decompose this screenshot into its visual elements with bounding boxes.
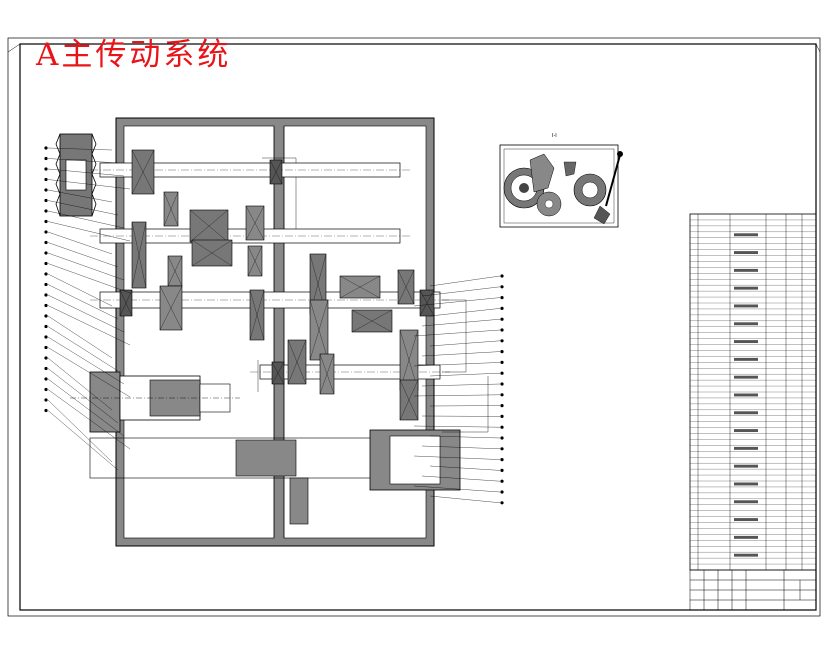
section-view bbox=[500, 145, 623, 227]
leader-left-19 bbox=[48, 337, 124, 384]
section-view-label: Ⅰ-Ⅰ bbox=[552, 133, 557, 139]
leader-right-10 bbox=[430, 373, 500, 376]
leader-left-10 bbox=[48, 243, 118, 268]
drawing-title: A主传动系统 bbox=[36, 40, 231, 71]
title-block bbox=[690, 570, 816, 610]
parts-list bbox=[690, 214, 816, 570]
input-pulley bbox=[56, 134, 96, 216]
leader-left-13 bbox=[48, 274, 112, 306]
leader-right-22 bbox=[430, 496, 500, 503]
leader-left-17 bbox=[48, 316, 112, 358]
leader-right-1 bbox=[430, 276, 500, 286]
leader-left-11 bbox=[48, 253, 124, 280]
leader-left-18 bbox=[48, 327, 118, 372]
leader-right-7 bbox=[430, 341, 500, 346]
leader-right-4 bbox=[430, 308, 500, 316]
